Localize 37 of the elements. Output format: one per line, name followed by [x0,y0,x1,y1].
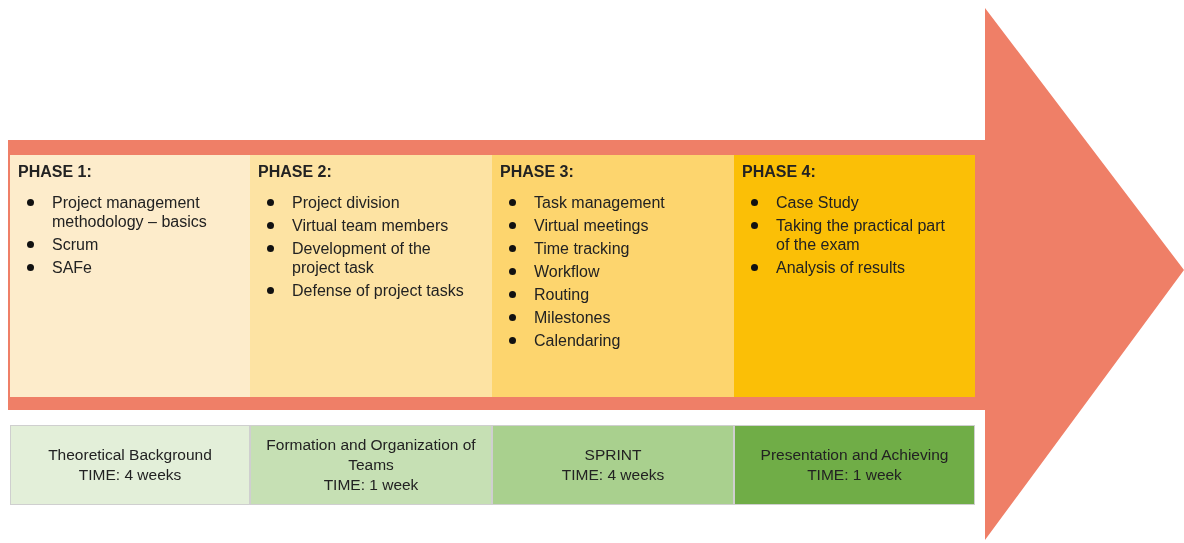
bullet-item: Milestones [534,308,726,327]
bullet-item: Project division [292,193,484,212]
phase-panel [10,155,250,397]
phase-heading: PHASE 4: [742,163,816,181]
bullet-item: Defense of project tasks [292,281,484,300]
phase-panel [492,155,734,397]
stage-name: Formation and Organization of Teams [265,435,477,475]
bullet-item: Time tracking [534,239,726,258]
phase-heading: PHASE 1: [18,163,92,181]
bullet-item: Workflow [534,262,726,281]
bullet-item: Virtual meetings [534,216,726,235]
stage-box [250,425,492,505]
bullet-item: Routing [534,285,726,304]
bullet-item: Calendaring [534,331,726,350]
stage-name: Theoretical Background [48,445,212,465]
bullet-item: Scrum [52,235,242,254]
bullet-item: Virtual team members [292,216,484,235]
duration-text: TIME: 4 weeks [78,465,182,485]
bullet-item: Taking the practical part of the exam [776,216,967,254]
phase-panel [734,155,975,397]
duration-text: TIME: 1 week [807,465,902,485]
stage-name: SPRINT [584,445,642,465]
stage-box [492,425,734,505]
stage-name: Presentation and Achieving [760,445,949,465]
stage-box [10,425,250,505]
bullet-item: Project management methodology – basics [52,193,242,231]
bullet-item: Case Study [776,193,967,212]
phase-heading: PHASE 3: [500,163,574,181]
stage-box [734,425,975,505]
duration-text: TIME: 1 week [323,475,419,495]
bullet-item: SAFe [52,258,242,277]
bullet-item: Analysis of results [776,258,967,277]
bullet-item: Task management [534,193,726,212]
bullet-item: Development of the project task [292,239,484,277]
phase-heading: PHASE 2: [258,163,332,181]
phase-panel [250,155,492,397]
duration-text: TIME: 4 weeks [561,465,665,485]
